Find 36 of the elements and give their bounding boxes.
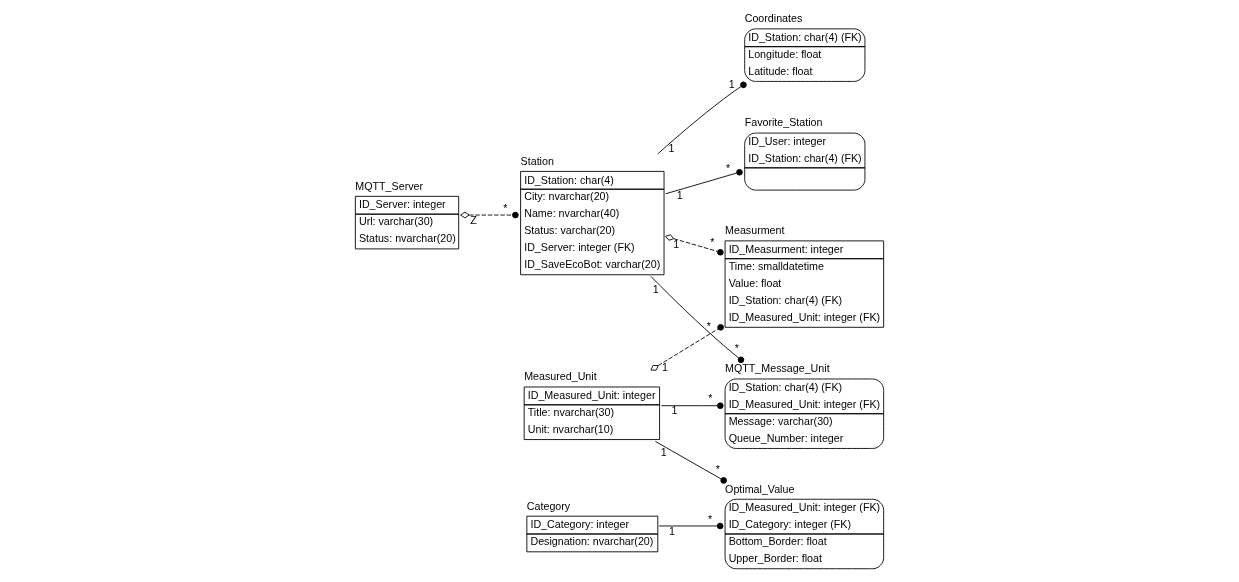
- connector: [661, 402, 724, 409]
- label: *: [726, 162, 731, 175]
- label: 1: [673, 238, 680, 251]
- label: *: [734, 341, 739, 354]
- label: 1: [660, 445, 667, 458]
- label: 1: [728, 78, 735, 91]
- connector: [658, 522, 724, 530]
- label: *: [710, 236, 715, 249]
- connector: [654, 441, 727, 484]
- node-label: Optimal_Value: [725, 482, 795, 495]
- label: *: [715, 462, 720, 475]
- label: Z: [470, 213, 477, 226]
- label: 1: [669, 524, 676, 537]
- node-label: Favorite_Station: [744, 116, 823, 129]
- label: *: [708, 392, 713, 405]
- connector: [650, 324, 724, 371]
- connector: [460, 211, 519, 219]
- label: 1: [676, 188, 683, 201]
- label: 1: [652, 282, 659, 295]
- connector: [650, 275, 745, 364]
- connector: [665, 234, 724, 256]
- node-label: Category: [526, 499, 571, 512]
- label: 1: [668, 142, 675, 155]
- node-label: Measurment: [725, 224, 785, 237]
- node-label: MQTT_Server: [355, 179, 424, 192]
- label: *: [708, 512, 713, 525]
- label: 1: [662, 361, 669, 374]
- node-label: Coordinates: [744, 12, 803, 25]
- node-label: Measured_Unit: [524, 370, 597, 383]
- connector: [657, 81, 747, 155]
- label: *: [503, 201, 508, 214]
- connector: [665, 168, 743, 195]
- node-label: MQTT_Message_Unit: [725, 362, 830, 375]
- label: *: [706, 320, 711, 333]
- label: 1: [671, 404, 678, 417]
- node-label: Station: [520, 154, 554, 167]
